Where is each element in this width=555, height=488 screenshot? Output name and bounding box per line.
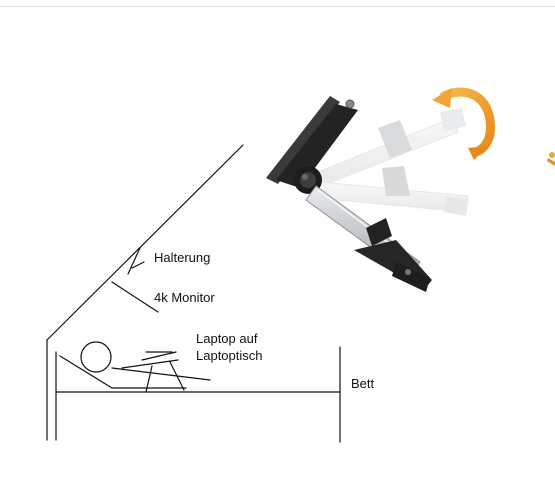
monitor-arm-photo	[266, 96, 469, 292]
mount-bracket	[127, 247, 141, 275]
laptop-table-sketch	[121, 359, 179, 369]
label-bed: Bett	[351, 376, 375, 391]
label-laptop-line1: Laptop auf	[196, 331, 258, 346]
label-monitor: 4k Monitor	[154, 290, 215, 305]
arm-clamp	[366, 218, 392, 246]
label-laptop-line2: Laptoptisch	[196, 348, 263, 363]
person-head-sketch	[80, 341, 112, 373]
person-body-sketch	[59, 355, 113, 389]
top-divider	[0, 6, 555, 7]
monitor-sketch	[111, 281, 159, 313]
vesa-plate	[266, 96, 340, 184]
label-mount: Halterung	[154, 250, 210, 265]
edge-fragment-icon	[547, 152, 555, 166]
rotate-arrow-icon	[432, 87, 495, 160]
sloped-ceiling-line	[46, 144, 244, 341]
arm-ghost-positions	[317, 108, 469, 216]
room-sketch	[46, 144, 341, 443]
